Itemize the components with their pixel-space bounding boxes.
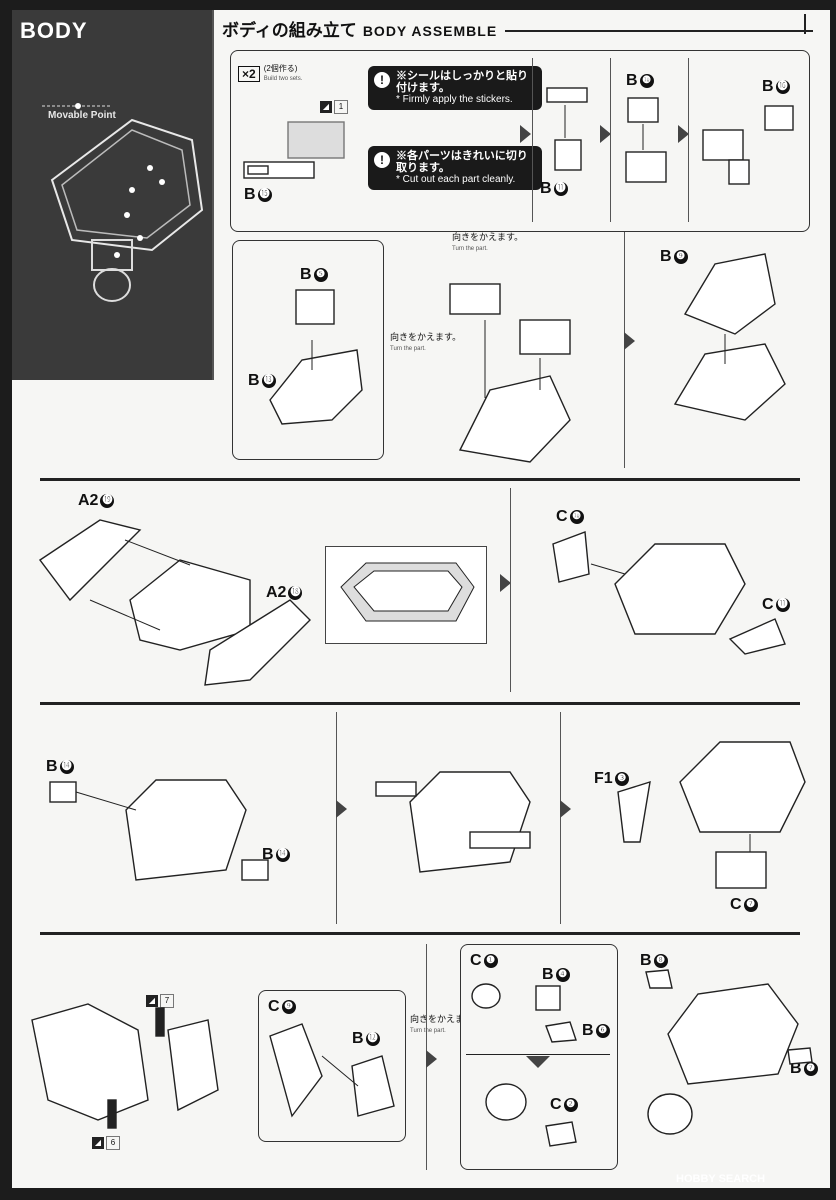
part-b15-image (243, 161, 315, 179)
turn-note-3: 向きをかえます。Turn the part. (410, 1014, 482, 1034)
step5-parts-image-bottom (485, 1083, 577, 1147)
title-rule-tick (804, 14, 806, 34)
warning-icon: ! (374, 72, 390, 88)
sticker-6: ◢6 (92, 1136, 120, 1150)
movable-point-label: Movable Point (48, 110, 116, 121)
part-b11-image (546, 87, 588, 171)
part-b5-image (295, 289, 335, 325)
step5-result-image (645, 969, 813, 1135)
divider (532, 58, 533, 222)
divider (336, 712, 337, 924)
divider (560, 712, 561, 924)
build-count: ×2 (2個作る) Build two sets. (238, 64, 302, 84)
section-rule (40, 702, 800, 705)
sticker-number: 7 (160, 994, 174, 1008)
divider (610, 58, 611, 222)
cut-note: ! ※各パーツはきれいに切り取ります。 * Cut out each part … (368, 146, 542, 190)
sticker-icon: ◢ (320, 101, 332, 113)
sticker-1: ◢1 (320, 100, 348, 114)
corner-title: BODY (20, 18, 88, 43)
step3-inset (325, 546, 487, 644)
page-title: ボディの組み立て BODY ASSEMBLE (222, 16, 497, 41)
step-arrow (500, 574, 511, 592)
movable-point-diagram (42, 103, 204, 302)
step-arrow (520, 125, 531, 143)
sticker-icon: ◢ (92, 1137, 104, 1149)
step-arrow-down (526, 1056, 550, 1068)
inset-image (340, 562, 475, 622)
sticker-note-en: * Firmly apply the stickers. (396, 94, 513, 105)
step4-middle-image (375, 771, 531, 873)
warning-icon: ! (374, 152, 390, 168)
cut-note-en: * Cut out each part cleanly. (396, 174, 516, 185)
step-arrow (678, 125, 689, 143)
title-rule (505, 30, 813, 32)
step-arrow (560, 800, 571, 818)
cut-note-jp: ※各パーツはきれいに切り取ります。 (396, 150, 528, 174)
turn-note-1: 向きをかえます。Turn the part. (390, 332, 462, 352)
step3-assembly-image (38, 519, 311, 686)
step4-result-image (617, 741, 806, 889)
title-en: BODY ASSEMBLE (362, 23, 498, 39)
sticker-note: ! ※シールはしっかりと貼り付けます。 * Firmly apply the s… (368, 66, 542, 110)
build-count-jp: (2個作る) (263, 64, 298, 73)
divider (688, 58, 689, 222)
step4-assembly-image (49, 779, 269, 881)
part-b13-image (269, 340, 363, 425)
part-b16-image (702, 105, 794, 185)
watermark: HOBBY SEARCH (676, 1173, 766, 1185)
sticker-number: 1 (334, 100, 348, 114)
step-arrow (600, 125, 611, 143)
sticker-7: ◢7 (146, 994, 174, 1008)
step-arrow (624, 332, 635, 350)
section-rule (40, 932, 800, 935)
step-arrow (426, 1050, 437, 1068)
step-arrow (336, 800, 347, 818)
section-rule (40, 478, 800, 481)
part-b10-image (625, 97, 667, 183)
turn-note-2: 向きをかえます。Turn the part. (452, 232, 524, 252)
sticker-part-image (287, 121, 345, 159)
step2-assembly-image (449, 283, 571, 463)
title-jp: ボディの組み立て (222, 21, 357, 40)
divider (624, 232, 625, 468)
step2-subpanel (232, 240, 384, 460)
build-count-badge: ×2 (238, 66, 260, 82)
step5-parts-image-top (471, 983, 577, 1043)
body-corner-panel: BODY Movable Point (12, 10, 214, 380)
step2-result-image (673, 253, 786, 421)
sticker-note-jp: ※シールはしっかりと貼り付けます。 (396, 70, 528, 94)
divider (510, 488, 511, 692)
step3-result-image (552, 531, 786, 655)
sticker-number: 6 (106, 1136, 120, 1150)
step5-subpanel-image (269, 1023, 395, 1118)
parts-divider (466, 1054, 610, 1055)
sticker-icon: ◢ (146, 995, 158, 1007)
step5-left-image (31, 1003, 219, 1129)
build-count-en: Build two sets. (263, 76, 303, 82)
